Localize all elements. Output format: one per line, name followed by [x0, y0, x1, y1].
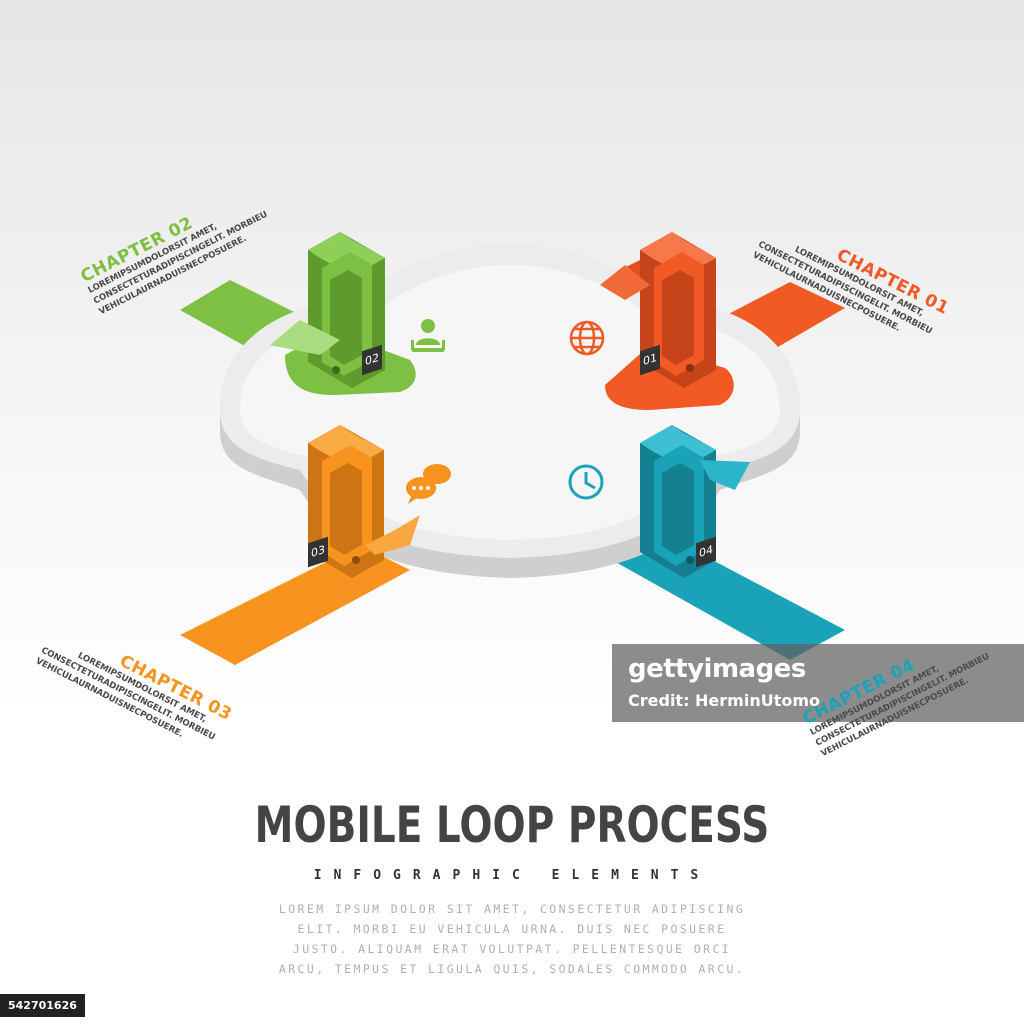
loop-diagram	[180, 232, 845, 665]
watermark-credit: Credit: HerminUtomo	[628, 691, 821, 710]
sub-title: INFOGRAPHIC ELEMENTS	[313, 868, 711, 883]
chat-bubbles-icon	[406, 464, 451, 504]
clock-icon	[568, 464, 604, 500]
watermark-logo: gettyimages	[628, 654, 806, 684]
body-text-line-4: ARCU, TEMPUS ET LIGULA QUIS, SODALES COM…	[278, 962, 746, 976]
watermark-banner: gettyimages Credit: HerminUtomo	[612, 644, 1024, 722]
phone-04	[640, 425, 750, 578]
body-text-line-1: LOREM IPSUM DOLOR SIT AMET, CONSECTETUR …	[278, 902, 746, 916]
body-text-line-2: ELIT. MORBI EU VEHICULA URNA. DUIS NEC P…	[297, 922, 727, 936]
main-title: MOBILE LOOP PROCESS	[254, 796, 770, 854]
phone-02	[270, 232, 416, 395]
body-text-line-3: JUSTO. ALIQUAM ERAT VOLUTPAT. PELLENTESQ…	[292, 942, 732, 956]
globe-icon	[569, 320, 605, 356]
user-laptop-icon	[411, 319, 445, 352]
image-id-label: 542701626	[0, 994, 85, 1017]
